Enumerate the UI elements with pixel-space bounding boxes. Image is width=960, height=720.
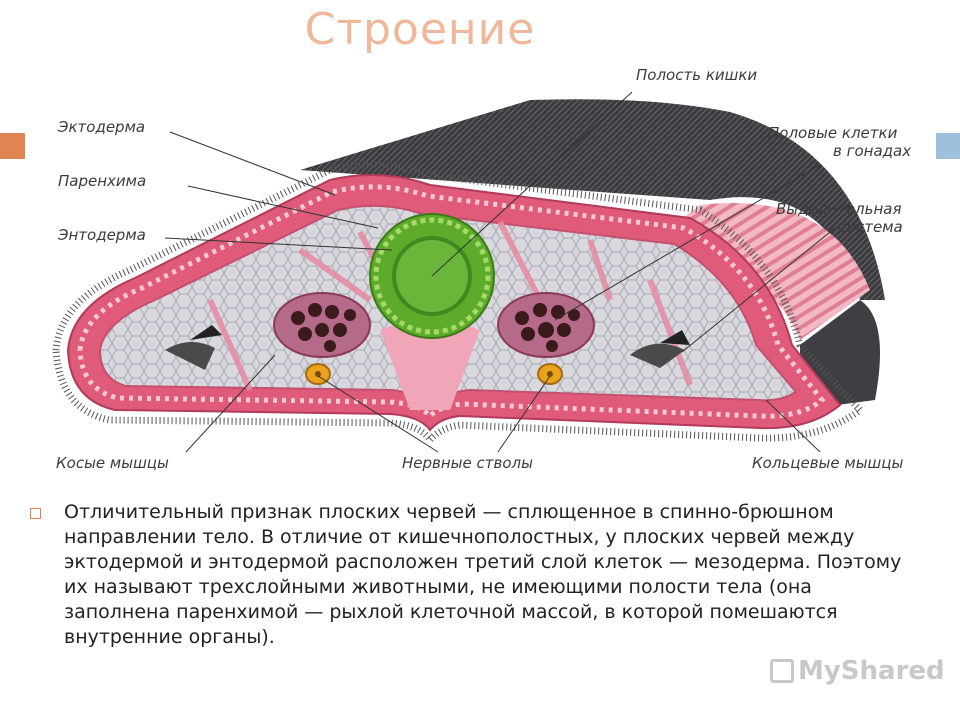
nerve-trunk-left — [305, 363, 331, 385]
slide-title: Строение — [304, 4, 536, 55]
bullet-square-icon — [30, 508, 41, 519]
label-excretory-line2: система — [838, 218, 903, 236]
watermark: MyShared — [770, 656, 945, 686]
watermark-text: MyShared — [798, 656, 945, 686]
gonad-right — [497, 292, 595, 358]
watermark-logo-icon — [770, 659, 794, 683]
label-sex-cells-line1: Половые клетки — [768, 124, 898, 142]
leader-lines — [164, 91, 836, 453]
flatworm-cross-section-diagram: Эктодерма Паренхима Энтодерма Полость ки… — [52, 66, 911, 472]
excretory-organ-right — [630, 330, 690, 368]
description-paragraph: Отличительный признак плоских червей — с… — [64, 501, 902, 648]
description-block: Отличительный признак плоских червей — с… — [30, 500, 910, 650]
label-sex-cells-line2: в гонадах — [833, 142, 911, 160]
right-accent-bar — [936, 133, 960, 159]
label-gut-cavity: Полость кишки — [636, 66, 757, 84]
label-ectoderm: Эктодерма — [57, 118, 145, 136]
ectoderm-cells — [77, 184, 826, 420]
gonad-left — [273, 292, 371, 358]
excretory-organ-left — [165, 325, 222, 370]
label-ring-muscles: Кольцевые мышцы — [752, 454, 903, 472]
label-excretory-line1: Выделительная — [776, 200, 902, 218]
label-parenchyma: Паренхима — [58, 172, 146, 190]
label-oblique-muscles: Косые мышцы — [56, 454, 169, 472]
left-accent-bar — [0, 133, 25, 159]
dorsal-cilia-surface — [300, 99, 885, 300]
label-entoderm: Энтодерма — [57, 226, 146, 244]
ventral-septum — [380, 320, 480, 410]
nerve-trunk-right — [537, 363, 563, 385]
label-nerve-trunks: Нервные стволы — [402, 454, 533, 472]
